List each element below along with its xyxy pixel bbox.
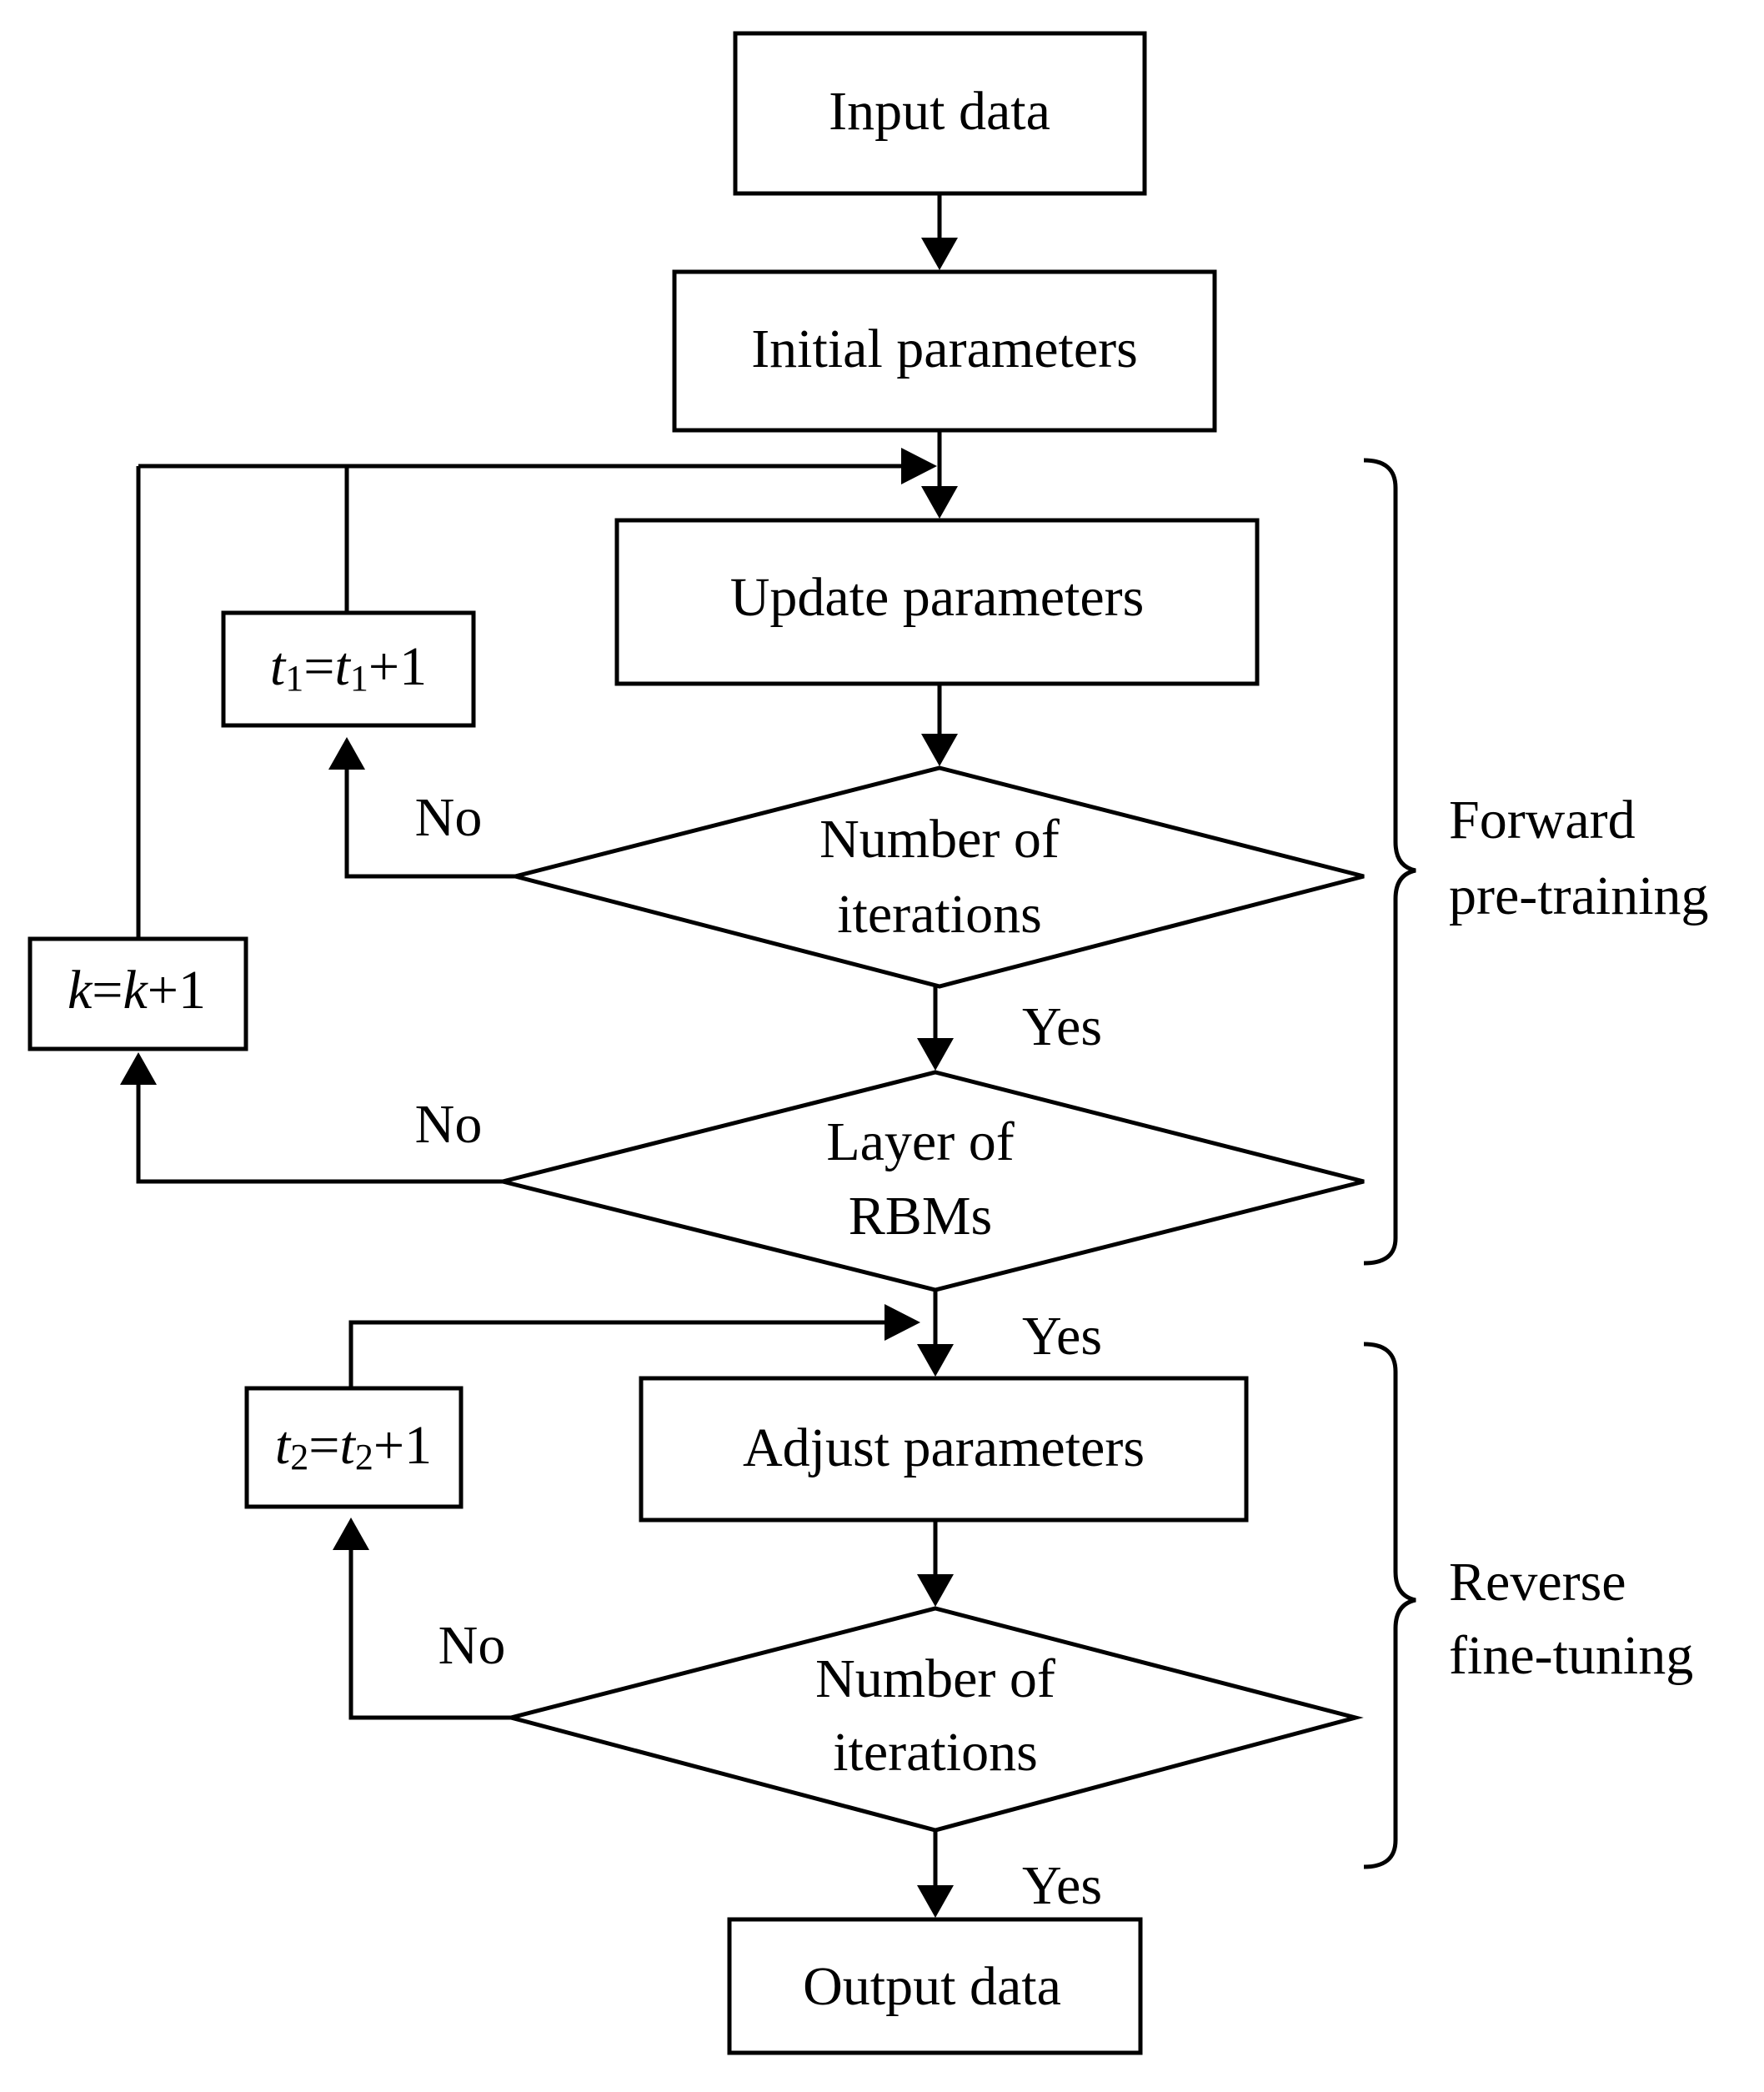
label-no-iter1: No <box>415 787 483 848</box>
decision-iterations-2: Number of iterations <box>503 1606 1364 1833</box>
decision-iterations-2-line1: Number of <box>815 1648 1055 1709</box>
arrowhead-iter1 <box>921 734 958 766</box>
decision-layer-line2: RBMs <box>849 1186 992 1247</box>
label-yes-iter1: Yes <box>1022 996 1102 1057</box>
counter-t2-label: t2=t2+1 <box>275 1415 432 1477</box>
label-no-iter2: No <box>438 1615 506 1676</box>
decision-iterations-1-line2: iterations <box>837 884 1042 945</box>
arrowhead-t2 <box>333 1518 369 1550</box>
counter-k-label: k=k+1 <box>68 960 206 1021</box>
arrowhead-iter2 <box>917 1574 954 1607</box>
label-no-layer: No <box>415 1094 483 1155</box>
counter-t1: t1=t1+1 <box>221 610 476 728</box>
arrowhead-update <box>921 486 958 519</box>
arrowhead-loop-merge <box>901 448 937 484</box>
arrowhead-t1 <box>328 737 365 770</box>
arrowhead-k <box>120 1052 157 1085</box>
arrowhead-output <box>917 1885 954 1918</box>
decision-iterations-1-line1: Number of <box>819 809 1060 870</box>
label-yes-layer: Yes <box>1022 1306 1102 1367</box>
arrowhead-adjust <box>917 1344 954 1377</box>
counter-k: k=k+1 <box>28 936 248 1051</box>
node-output: Output data <box>727 1917 1143 2055</box>
node-update-label: Update parameters <box>730 567 1145 628</box>
brace-reverse <box>1363 1342 1416 1869</box>
node-initial-label: Initial parameters <box>751 319 1138 379</box>
phase-reverse-line1: Reverse <box>1449 1552 1626 1613</box>
label-yes-iter2: Yes <box>1022 1855 1102 1916</box>
decision-iterations-1: Number of iterations <box>514 765 1365 989</box>
node-adjust-label: Adjust parameters <box>743 1417 1145 1478</box>
node-initial: Initial parameters <box>672 269 1217 433</box>
edge-layer-no <box>136 1082 503 1184</box>
node-adjust: Adjust parameters <box>639 1376 1249 1523</box>
decision-layer-line1: Layer of <box>826 1111 1014 1172</box>
phase-reverse-line2: fine-tuning <box>1449 1625 1693 1686</box>
node-input-label: Input data <box>829 81 1050 142</box>
counter-t1-label: t1=t1+1 <box>270 636 427 699</box>
brace-forward <box>1363 458 1416 1266</box>
edge-t2-loop-top <box>348 1320 888 1388</box>
counter-t2: t2=t2+1 <box>244 1386 464 1509</box>
arrowhead-t2-merge <box>885 1304 920 1341</box>
decision-iterations-2-line2: iterations <box>833 1722 1038 1783</box>
node-output-label: Output data <box>803 1956 1061 2017</box>
edge-iter2-no <box>348 1548 511 1720</box>
edge-iter1-no <box>344 767 515 879</box>
decision-layer-rbms: Layer of RBMs <box>502 1070 1365 1292</box>
phase-forward-line2: pre-training <box>1449 865 1709 926</box>
node-update: Update parameters <box>614 518 1260 686</box>
arrowhead-initial <box>921 238 958 270</box>
phase-forward-line1: Forward <box>1449 790 1636 850</box>
arrowhead-layer <box>917 1038 954 1071</box>
node-input: Input data <box>733 31 1147 196</box>
